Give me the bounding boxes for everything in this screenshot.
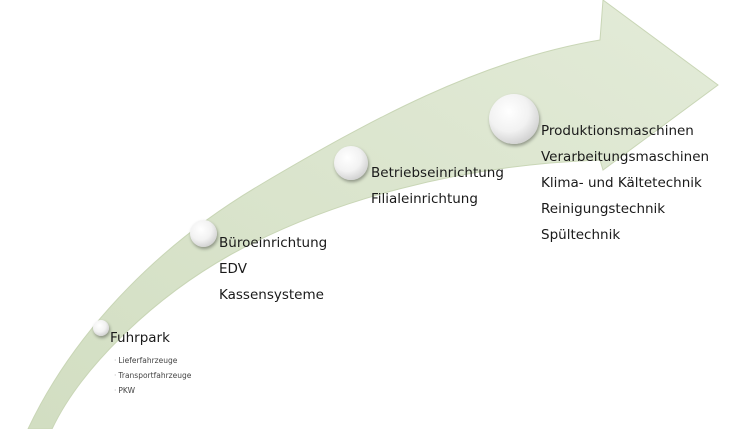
sub-item: ·Transportfahrzeuge <box>114 371 192 380</box>
stage-item: Büroeinrichtung <box>219 235 328 251</box>
sub-item: ·Lieferfahrzeuge <box>114 356 178 365</box>
stage-4-marker <box>489 94 539 144</box>
stage-betrieb: Betriebseinrichtung Filialeinrichtung <box>371 160 504 212</box>
stage-item: Klima- und Kältetechnik <box>541 175 702 191</box>
stage-item: Produktionsmaschinen <box>541 123 694 139</box>
stage-2-marker <box>190 220 217 247</box>
stage-produktion: Produktionsmaschinen Verarbeitungsmaschi… <box>541 118 709 248</box>
stage-item: Filialeinrichtung <box>371 191 478 207</box>
stage-item: EDV <box>219 261 247 277</box>
sub-item: ·PKW <box>114 386 135 395</box>
stage-item: Kassensysteme <box>219 287 324 303</box>
stage-item: Reinigungstechnik <box>541 201 666 217</box>
stage-item: Betriebseinrichtung <box>371 165 504 181</box>
stage-item: Spültechnik <box>541 227 621 243</box>
stage-item: Verarbeitungsmaschinen <box>541 149 710 165</box>
stage-1-marker <box>93 320 109 336</box>
stage-buero: Büroeinrichtung EDV Kassensysteme <box>219 230 327 308</box>
stage-fuhrpark: Fuhrpark ·Lieferfahrzeuge ·Transportfahr… <box>110 325 191 398</box>
stage-title: Fuhrpark <box>110 330 170 346</box>
stage-3-marker <box>334 146 368 180</box>
